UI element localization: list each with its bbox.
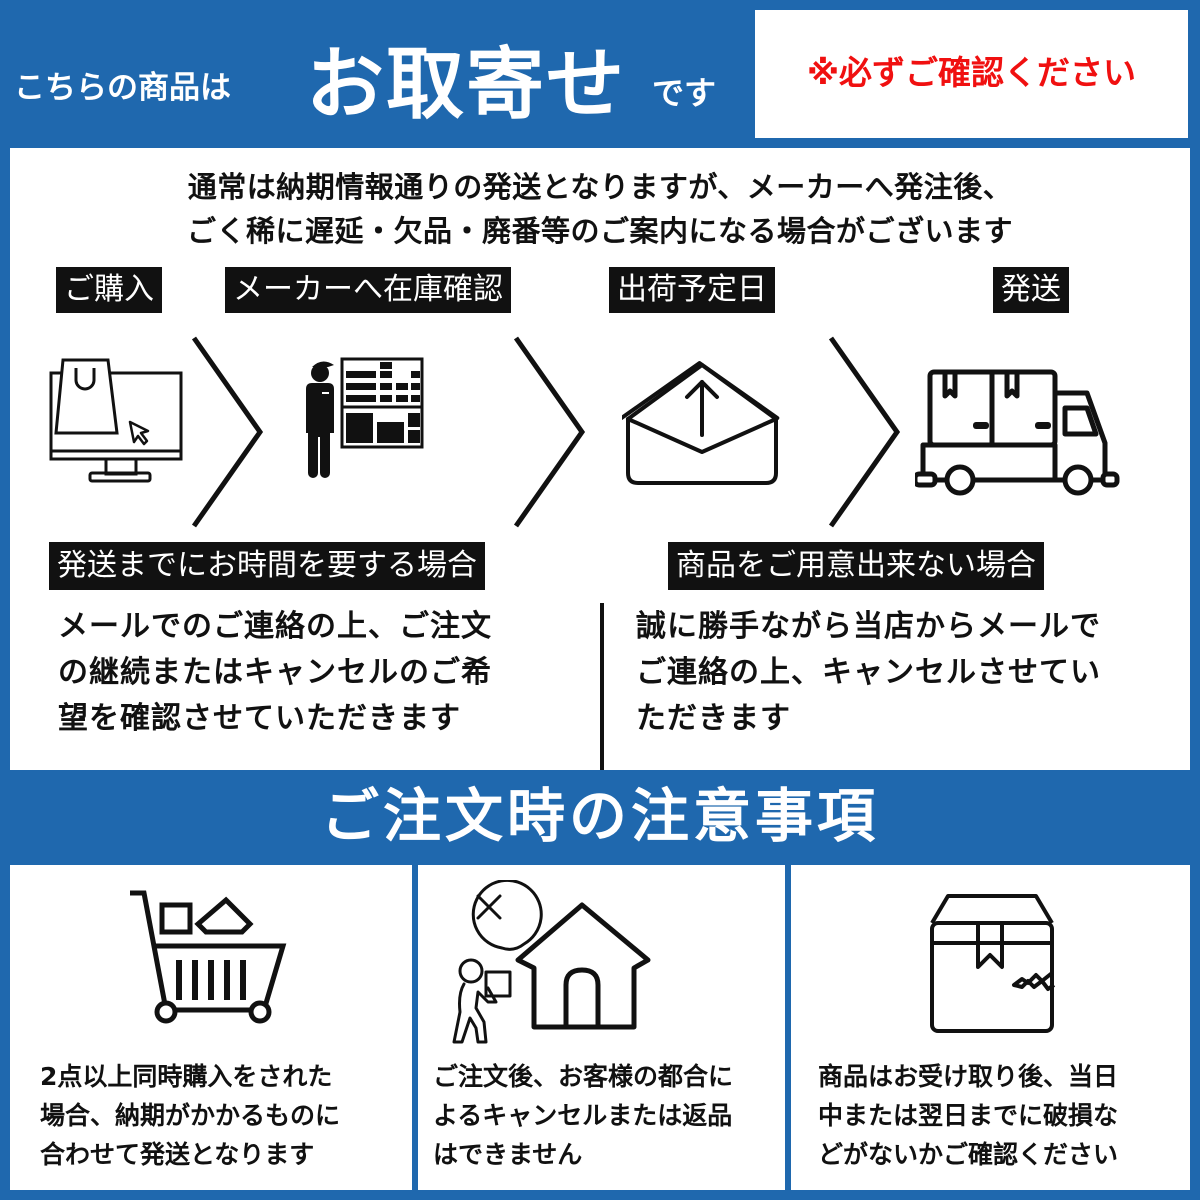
damaged-box-icon (930, 894, 1056, 1033)
delivery-truck-icon (915, 369, 1120, 496)
step-label-ship-date: 出荷予定日 (609, 267, 775, 313)
case-divider (600, 603, 604, 770)
note-card-damage-check (791, 865, 1190, 1190)
note-text-multi-purchase: 2点以上同時購入をされた 場合、納期がかかるものに 合わせて発送となります (40, 1057, 340, 1174)
notes-section-title: ご注文時の注意事項 (320, 782, 879, 850)
intro-line: ごく稀に遅延・欠品・廃番等のご案内になる場合がございます (186, 214, 1013, 248)
note-line: 中または翌日までに破損な (818, 1101, 1119, 1130)
case-label-delayed: 発送までにお時間を要する場合 (49, 542, 485, 590)
note-line: どがないかご確認ください (818, 1140, 1119, 1169)
intro-text: 通常は納期情報通りの発送となりますが、メーカーへ発注後、 ごく稀に遅延・欠品・廃… (10, 165, 1190, 253)
notice-box: ※必ずご確認ください (755, 10, 1188, 138)
worker-stock-shelf-icon (306, 357, 424, 478)
notice-text: ※必ずご確認ください (806, 53, 1137, 92)
step-label-stock-check: メーカーへ在庫確認 (225, 267, 511, 313)
case-text-unavailable: 誠に勝手ながら当店からメールで ご連絡の上、キャンセルさせてい ただきます (636, 604, 1101, 742)
note-text-damage-check: 商品はお受け取り後、当日 中または翌日までに破損な どがないかご確認ください (818, 1057, 1118, 1174)
header-headline: お取寄せ (306, 40, 627, 130)
note-card-multi-purchase (10, 865, 412, 1190)
computer-shopping-bag-icon (49, 358, 183, 483)
no-return-icon (452, 880, 651, 1044)
shopping-cart-icon (130, 890, 287, 1024)
case-line: メールでのご連絡の上、ご注文 (58, 609, 492, 644)
note-line: はできません (433, 1140, 583, 1169)
chevron-right-icon (513, 336, 586, 528)
case-label-unavailable: 商品をご用意出来ない場合 (668, 542, 1044, 590)
step-label-shipping: 発送 (993, 267, 1069, 313)
case-line: ただきます (636, 701, 791, 736)
case-line: 誠に勝手ながら当店からメールで (636, 609, 1101, 644)
note-text-no-cancel: ご注文後、お客様の都合に よるキャンセルまたは返品 はできません (433, 1057, 733, 1174)
case-line: ご連絡の上、キャンセルさせてい (636, 655, 1101, 690)
note-line: 場合、納期がかかるものに (40, 1101, 341, 1130)
note-line: 商品はお受け取り後、当日 (818, 1062, 1119, 1091)
envelope-upload-icon (622, 361, 780, 485)
case-line: 望を確認させていただきます (58, 701, 461, 736)
note-line: ご注文後、お客様の都合に (433, 1062, 734, 1091)
step-label-purchase: ご購入 (56, 267, 162, 313)
case-line: の継続またはキャンセルのご希 (58, 655, 492, 690)
case-text-delayed: メールでのご連絡の上、ご注文 の継続またはキャンセルのご希 望を確認させていただ… (58, 604, 492, 742)
note-line: よるキャンセルまたは返品 (433, 1101, 733, 1130)
intro-line: 通常は納期情報通りの発送となりますが、メーカーへ発注後、 (187, 170, 1013, 204)
chevron-right-icon (828, 336, 901, 528)
header-lead-text: こちらの商品は (14, 70, 231, 106)
chevron-right-icon (191, 336, 264, 528)
header-tail-text: です (652, 74, 717, 112)
note-line: 合わせて発送となります (40, 1140, 315, 1169)
note-line: 2点以上同時購入をされた (40, 1062, 333, 1091)
